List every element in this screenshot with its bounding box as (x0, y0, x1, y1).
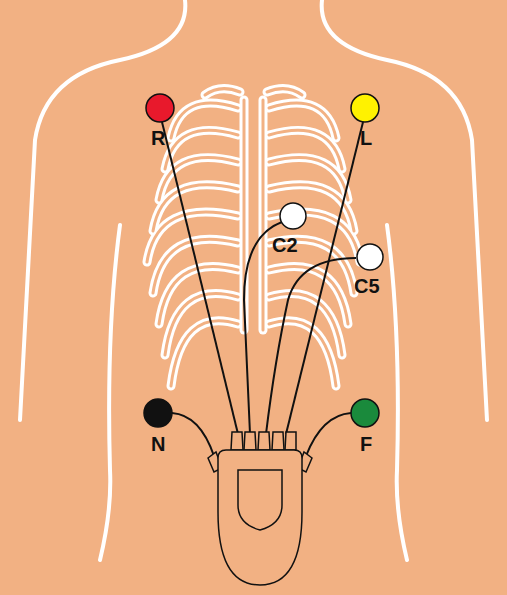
electrode-label: F (360, 434, 372, 454)
rib-stroke (205, 89, 240, 95)
rib-stroke (147, 212, 238, 262)
rib-stroke (171, 321, 238, 386)
holter-recorder (208, 432, 312, 585)
rib-stroke (262, 100, 265, 330)
electrode-label: R (151, 128, 165, 148)
body-outline (20, 0, 487, 560)
rib-stroke (269, 321, 336, 386)
rib-stroke (171, 321, 238, 386)
rib-stroke (269, 158, 348, 200)
electrode-wires (162, 122, 363, 456)
rib-stroke (269, 321, 336, 386)
rib-cage (147, 89, 360, 386)
electrode-label: N (151, 434, 165, 454)
electrode-label: C5 (354, 276, 380, 296)
rib-stroke (267, 89, 302, 95)
rib-stroke (267, 89, 302, 95)
electrodes (144, 94, 383, 427)
electrode-label: L (360, 128, 372, 148)
rib-stroke (165, 130, 238, 169)
rib-stroke (159, 158, 238, 200)
rib-stroke (205, 89, 240, 95)
electrode-label: C2 (272, 235, 298, 255)
rib-stroke (269, 130, 342, 169)
